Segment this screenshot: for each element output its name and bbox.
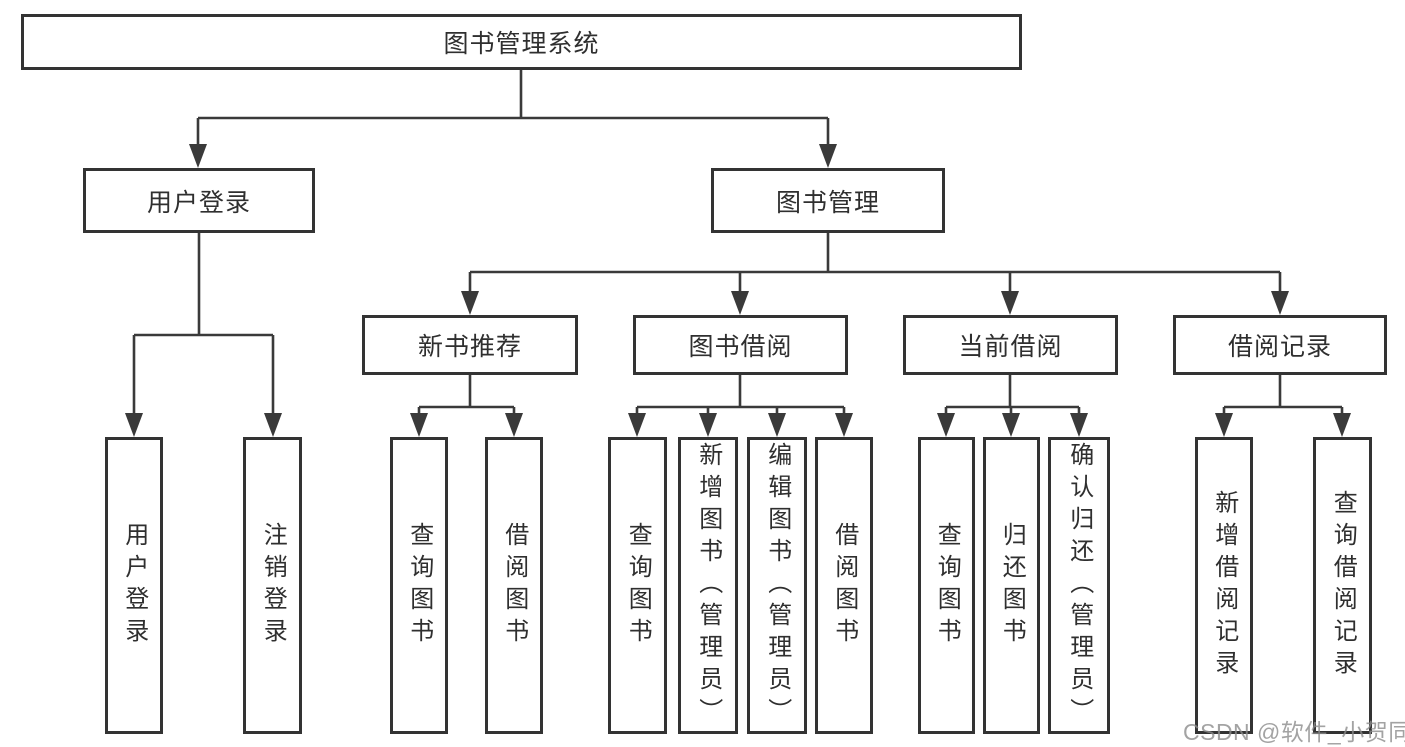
node-label: 注销登录: [259, 521, 287, 650]
node-label: 查询借阅记录: [1329, 489, 1357, 682]
leaf-add-borrow-record: 新增借阅记录: [1195, 437, 1253, 734]
node-label: 查询图书: [933, 521, 961, 650]
node-user-login: 用户登录: [83, 168, 315, 233]
leaf-logout: 注销登录: [243, 437, 302, 734]
leaf-return-books: 归还图书: [983, 437, 1040, 734]
leaf-query-borrow-record: 查询借阅记录: [1313, 437, 1372, 734]
node-label: 新增借阅记录: [1210, 489, 1238, 682]
leaf-confirm-return-admin: 确认归还（管理员）: [1048, 437, 1110, 734]
leaf-edit-books-admin: 编辑图书（管理员）: [747, 437, 807, 734]
node-label: 查询图书: [624, 521, 652, 650]
node-label: 借阅图书: [830, 521, 858, 650]
node-label: 图书管理: [775, 188, 880, 217]
leaf-borrow-books-borrowing: 借阅图书: [815, 437, 873, 734]
node-current-borrowing: 当前借阅: [903, 315, 1118, 375]
node-label: 图书借阅: [688, 333, 793, 361]
node-book-borrowing: 图书借阅: [633, 315, 848, 375]
node-label: 用户登录: [146, 188, 251, 217]
node-label: 用户登录: [120, 521, 148, 650]
leaf-add-books-admin: 新增图书（管理员）: [678, 437, 738, 734]
node-new-book-recommendation: 新书推荐: [362, 315, 578, 375]
leaf-borrow-books-recommend: 借阅图书: [485, 437, 543, 734]
leaf-query-books-recommend: 查询图书: [390, 437, 448, 734]
csdn-watermark: CSDN @软件_小贺同学: [1183, 719, 1405, 745]
node-borrowing-records: 借阅记录: [1173, 315, 1387, 375]
leaf-query-books-borrowing: 查询图书: [608, 437, 667, 734]
node-label: 编辑图书（管理员）: [763, 441, 791, 730]
leaf-query-books-current: 查询图书: [918, 437, 975, 734]
node-label: 归还图书: [998, 521, 1026, 650]
node-library-management-system: 图书管理系统: [21, 14, 1022, 70]
node-label: 新书推荐: [417, 333, 522, 361]
node-label: 新增图书（管理员）: [694, 441, 722, 730]
node-label: 图书管理系统: [443, 30, 600, 58]
node-label: 借阅图书: [500, 521, 528, 650]
node-label: 查询图书: [405, 521, 433, 650]
leaf-user-login: 用户登录: [105, 437, 163, 734]
node-label: 借阅记录: [1227, 333, 1332, 361]
node-book-management: 图书管理: [711, 168, 945, 233]
node-label: 当前借阅: [958, 333, 1063, 361]
node-label: 确认归还（管理员）: [1065, 441, 1093, 730]
